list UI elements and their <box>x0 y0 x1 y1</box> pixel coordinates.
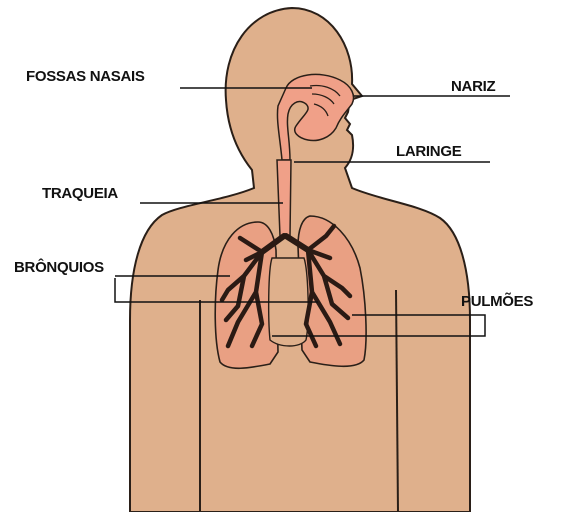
label-fossas-nasais: FOSSAS NASAIS <box>26 69 145 84</box>
label-pulmoes: PULMÕES <box>461 294 533 309</box>
label-bronquios: BRÔNQUIOS <box>14 260 104 275</box>
trachea <box>277 160 291 236</box>
label-nariz: NARIZ <box>451 79 495 94</box>
label-laringe: LARINGE <box>396 144 461 159</box>
label-traqueia: TRAQUEIA <box>42 186 118 201</box>
